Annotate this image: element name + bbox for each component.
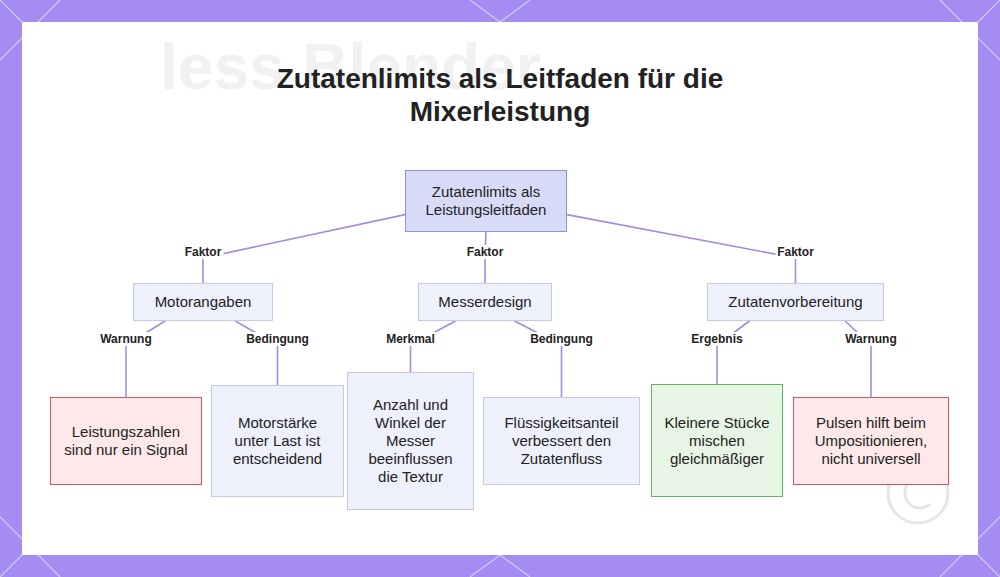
condition-box: Flüssigkeitsanteil verbessert den Zutate… <box>483 397 640 485</box>
node-text: Kleinere Stücke mischen gleichmäßiger <box>662 414 772 468</box>
connector-line <box>411 321 456 372</box>
connector-line <box>203 215 405 283</box>
diagram-title: Zutatenlimits als Leitfaden für die Mixe… <box>200 62 800 128</box>
connector-line <box>717 321 749 384</box>
edge-label: Merkmal <box>384 332 437 346</box>
node-text: Zutatenlimits als Leistungsleitfaden <box>416 183 556 219</box>
edge-label: Bedingung <box>528 332 595 346</box>
node-text: Anzahl und Winkel der Messer beeinflusse… <box>358 396 463 486</box>
condition-box: Motorstärke unter Last ist entscheidend <box>211 385 344 497</box>
node-text: Zutatenvorbereitung <box>728 293 862 311</box>
edge-label: Ergebnis <box>689 332 744 346</box>
node-text: Messerdesign <box>438 293 531 311</box>
node-text: Motorstärke unter Last ist entscheidend <box>222 414 333 468</box>
warning-box: Leistungszahlen sind nur ein Signal <box>50 397 202 485</box>
edge-label: Bedingung <box>244 332 311 346</box>
factor-box: Zutatenvorbereitung <box>707 283 884 321</box>
node-text: Motorangaben <box>155 293 252 311</box>
connector-line <box>567 215 796 283</box>
feature-box: Anzahl und Winkel der Messer beeinflusse… <box>347 372 474 510</box>
edge-label: Faktor <box>465 245 506 259</box>
edge-label: Warnung <box>843 332 899 346</box>
edge-label: Warnung <box>98 332 154 346</box>
edge-label: Faktor <box>183 245 224 259</box>
root-box: Zutatenlimits als Leistungsleitfaden <box>405 170 567 232</box>
warning-box: Pulsen hilft beim Umpositionieren, nicht… <box>793 397 949 485</box>
node-text: Leistungszahlen sind nur ein Signal <box>61 423 191 459</box>
edge-label: Faktor <box>775 245 816 259</box>
factor-box: Messerdesign <box>418 283 552 321</box>
factor-box: Motorangaben <box>133 283 273 321</box>
node-text: Pulsen hilft beim Umpositionieren, nicht… <box>804 414 938 468</box>
connector-line <box>235 321 277 385</box>
node-text: Flüssigkeitsanteil verbessert den Zutate… <box>494 414 629 468</box>
result-box: Kleinere Stücke mischen gleichmäßiger <box>651 384 783 497</box>
